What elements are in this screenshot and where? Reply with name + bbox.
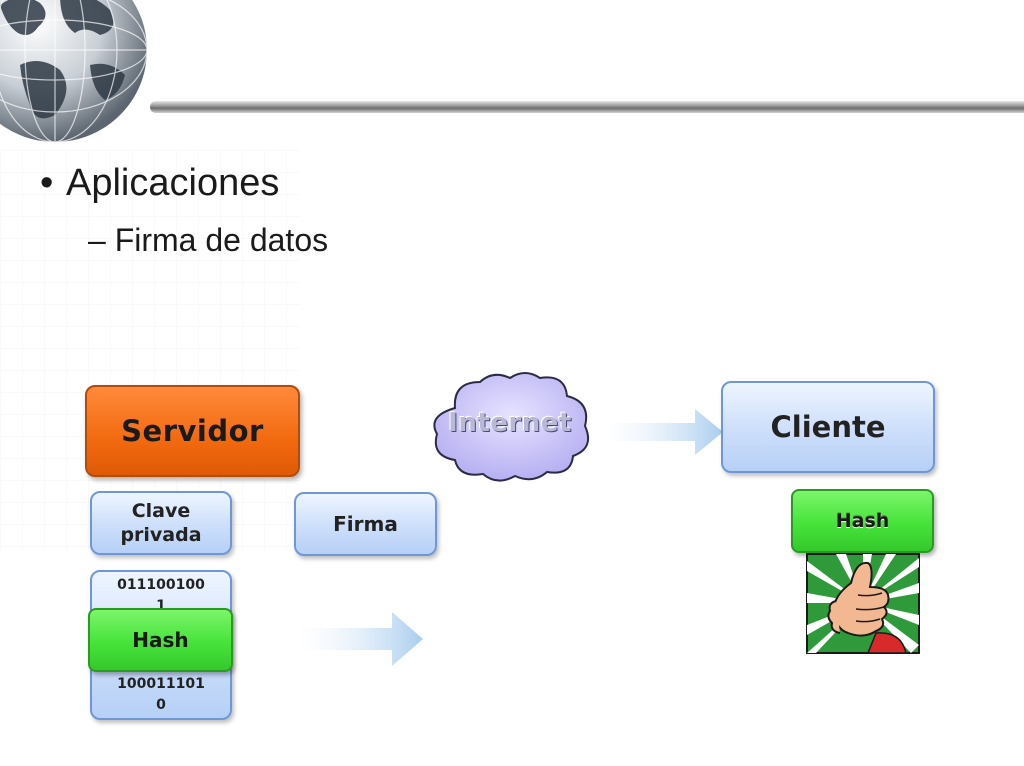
firma-label: Firma [333,512,398,536]
bullet-main: • Aplicaciones [40,162,279,205]
bullet-main-text: Aplicaciones [66,162,280,204]
servidor-label: Servidor [121,414,264,448]
clave-privada-label: Clave privada [120,499,201,547]
bits-line: 100011101 [117,676,205,693]
arrow-right-icon [300,612,423,666]
hash-client-label: Hash [835,510,890,532]
bullet-dot: • [40,162,54,204]
clave-privada-box: Clave privada [90,491,232,555]
bullet-sub-text: Firma de datos [114,222,329,258]
internet-label: Internet [448,408,572,438]
cliente-box: Cliente [721,381,935,473]
globe-icon [0,0,148,143]
hash-server-box: Hash [88,608,233,672]
thumbs-up-icon [806,553,920,654]
cloud-icon [433,372,589,482]
bullet-dash: – [88,222,115,258]
arrow-right-icon [605,409,723,455]
header-rule [150,101,1024,113]
servidor-box: Servidor [85,385,300,477]
bullet-sub: – Firma de datos [88,222,328,259]
background-grid-decoration [0,150,300,550]
clave-line-2: privada [120,524,202,546]
bits-line: 0 [156,696,166,713]
bits-line: 1 [156,597,166,614]
hash-client-box: Hash [791,489,934,553]
cliente-label: Cliente [770,410,886,444]
hash-server-label: Hash [132,628,189,652]
clave-line-1: Clave [131,500,191,522]
bits-line: 011100100 [117,577,205,593]
firma-box: Firma [294,492,437,556]
